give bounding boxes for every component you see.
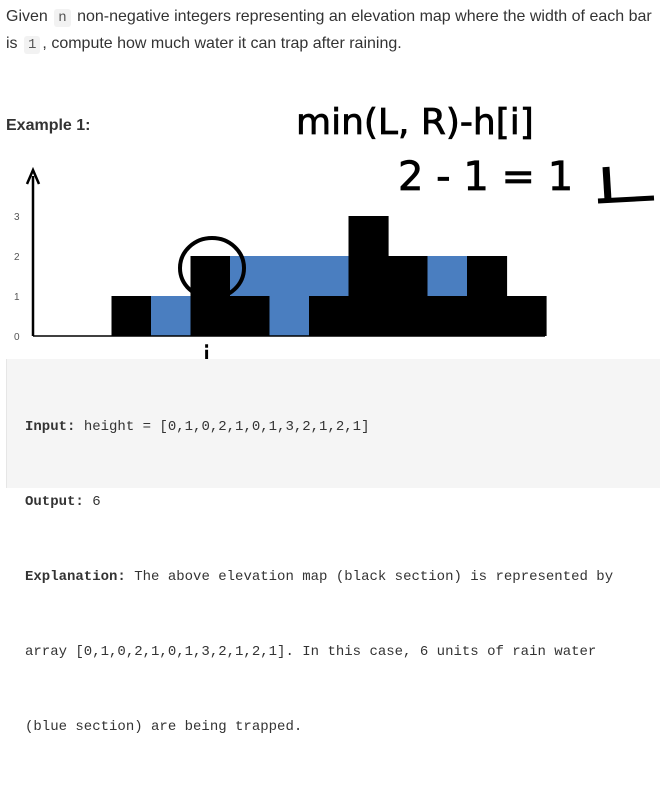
example-code-block: Input: height = [0,1,0,2,1,0,1,3,2,1,2,1… — [6, 359, 660, 735]
elevation-bar-11 — [506, 296, 547, 336]
inline-code-1: 1 — [24, 36, 41, 54]
description-text-3: each bar is — [6, 8, 652, 52]
y-tick-label-2: 2 — [14, 252, 20, 263]
output-value: 6 — [83, 494, 101, 510]
explanation-text-1: The above elevation map (black section) … — [125, 569, 614, 585]
description-text-2: non-negative integers representing an el… — [77, 8, 585, 25]
y-tick-labels: 0 1 2 3 — [14, 212, 20, 343]
input-label: Input: — [25, 419, 76, 435]
elevation-bar-1 — [111, 296, 152, 336]
problem-page: Given n non-negative integers representi… — [6, 4, 660, 735]
y-tick-label-0: 0 — [14, 332, 20, 343]
problem-description: Given n non-negative integers representi… — [6, 4, 656, 58]
handwritten-formula: min(L, R)-h[i] — [296, 102, 534, 143]
highlight-circle — [178, 236, 246, 300]
water-segment-9 — [427, 256, 468, 296]
description-text-1: Given — [6, 8, 48, 25]
handwritten-annotations: min(L, R)-h[i] 2 - 1 = 1 i — [178, 102, 655, 360]
elevation-bar-8 — [388, 256, 429, 336]
inline-code-n: n — [54, 9, 71, 27]
description-text-4: , compute how much water it can trap aft… — [42, 35, 402, 52]
explanation-label: Explanation: — [25, 569, 126, 585]
elevation-map-chart: 0 1 2 3 min(L, R)-h[i] 2 - 1 = 1 i — [14, 102, 655, 360]
water-segment-6 — [309, 256, 350, 296]
y-tick-label-1: 1 — [14, 292, 20, 303]
elevation-bar-10 — [467, 256, 508, 336]
elevation-bar-6 — [309, 296, 350, 336]
input-value: height = [0,1,0,2,1,0,1,3,2,1,2,1] — [75, 419, 370, 435]
explanation-line-2: array [0,1,0,2,1,0,1,3,2,1,2,1]. In this… — [25, 644, 597, 660]
underline-emphasis-stroke — [602, 166, 612, 201]
input-line: Input: height = [0,1,0,2,1,0,1,3,2,1,2,1… — [25, 415, 660, 440]
example-title: Example 1: — [6, 117, 91, 134]
axis-layer — [25, 166, 545, 337]
output-line: Output: 6 — [25, 490, 660, 515]
water-segment-2 — [151, 296, 192, 336]
underline-emphasis-base — [597, 195, 655, 204]
output-label: Output: — [25, 494, 84, 510]
index-marker: i — [203, 341, 210, 360]
water-segment-5 — [269, 256, 310, 336]
y-axis-arrow — [25, 166, 41, 185]
handwritten-calculation: 2 - 1 = 1 — [398, 154, 573, 200]
elevation-bar-4 — [230, 296, 271, 336]
explanation-line-1: Explanation: The above elevation map (bl… — [25, 565, 660, 590]
elevation-bar-9 — [427, 296, 468, 336]
bars-layer — [111, 216, 547, 336]
explanation-line-3: (blue section) are being trapped. — [25, 719, 303, 735]
elevation-bar-7 — [348, 216, 389, 336]
y-tick-label-3: 3 — [14, 212, 20, 223]
